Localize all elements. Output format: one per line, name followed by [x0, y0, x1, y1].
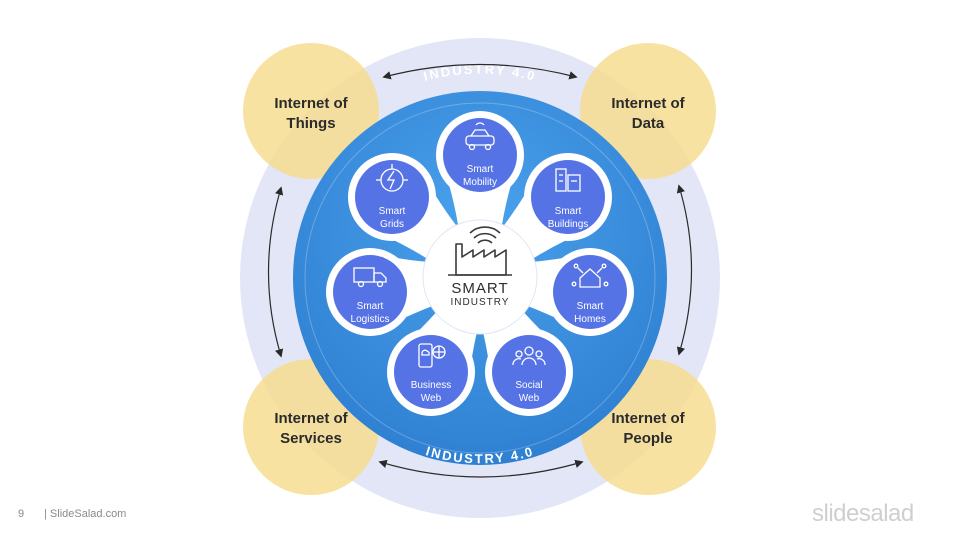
node-label-smart-homes: Smart Homes [545, 300, 635, 326]
arrow-bottom [378, 459, 584, 478]
corner-label-line: Internet of [274, 410, 348, 427]
factory-icon [448, 226, 512, 276]
corner-label-line: People [623, 430, 673, 447]
node-label-line: Grids [380, 219, 404, 230]
center-circle [422, 219, 538, 335]
arrow-top [382, 63, 578, 80]
corner-label-internet-of-data: Internet of Data [578, 94, 718, 134]
smart-home-icon [571, 263, 609, 288]
center-title: SMART [451, 280, 509, 297]
node-label-line: Smart [466, 164, 494, 175]
node-label-line: Logistics [350, 314, 390, 325]
footer-site-text: | SlideSalad.com [44, 508, 127, 520]
page-number: 9 [18, 508, 25, 520]
node-label-line: Business [410, 380, 452, 391]
corner-circle-top-left [243, 43, 379, 179]
node-circle [394, 335, 468, 409]
node-label-line: Buildings [547, 219, 589, 230]
node-label-smart-mobility: Smart Mobility [435, 163, 525, 189]
node-label-line: Smart [576, 301, 604, 312]
node-circle [531, 160, 605, 234]
corner-label-line: Internet of [611, 410, 685, 427]
node-layer [326, 111, 634, 416]
node-label-smart-buildings: Smart Buildings [523, 205, 613, 231]
people-icon [512, 346, 546, 366]
node-label-line: Smart [356, 301, 384, 312]
corner-label-internet-of-things: Internet of Things [241, 94, 381, 134]
cloud-phone-icon [418, 343, 446, 368]
corner-circle-top-right [580, 43, 716, 179]
node-circle [355, 160, 429, 234]
power-grid-icon [376, 164, 408, 192]
node-label-smart-grids: Smart Grids [347, 205, 437, 231]
node-circle [443, 118, 517, 192]
arrow-left [267, 186, 284, 358]
car-icon [465, 122, 495, 151]
node-circle [492, 335, 566, 409]
node-label-line: Smart [378, 206, 406, 217]
node-label-line: Homes [574, 314, 606, 325]
corner-label-line: Things [286, 115, 336, 132]
center-subtitle: INDUSTRY [450, 297, 510, 308]
slidesalad-logo: slidesalad [812, 500, 914, 527]
buildings-icon [555, 168, 581, 192]
node-circle [333, 255, 407, 329]
node-label-line: Social [515, 380, 543, 391]
node-label-line: Mobility [463, 177, 497, 188]
corner-label-line: Data [631, 115, 665, 132]
inner-ring-outline [304, 102, 656, 454]
corner-label-line: Internet of [611, 95, 685, 112]
corner-label-line: Services [280, 430, 342, 447]
arrow-right [676, 184, 693, 356]
node-label-smart-logistics: Smart Logistics [325, 300, 415, 326]
truck-icon [353, 267, 387, 288]
node-label-social-web: Social Web [484, 379, 574, 405]
node-label-business-web: Business Web [386, 379, 476, 405]
corner-label-line: Internet of [274, 95, 348, 112]
center-label: SMART INDUSTRY [425, 281, 535, 309]
corner-label-internet-of-services: Internet of Services [241, 409, 381, 449]
corner-label-internet-of-people: Internet of People [578, 409, 718, 449]
node-label-line: Web [518, 393, 540, 404]
node-label-line: Web [420, 393, 442, 404]
node-circle [553, 255, 627, 329]
node-label-line: Smart [554, 206, 582, 217]
